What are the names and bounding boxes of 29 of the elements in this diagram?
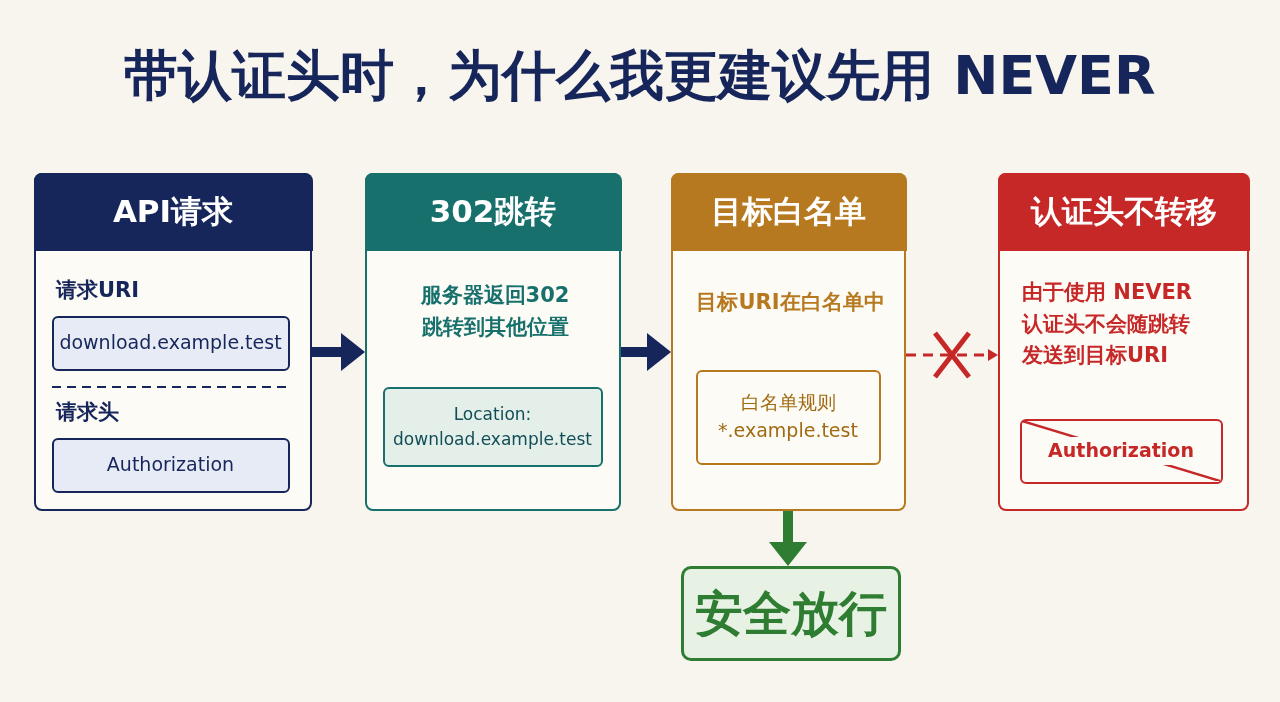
arrow — [621, 333, 671, 371]
diagram-title: 带认证头时，为什么我更建议先用 NEVER — [123, 43, 1157, 109]
field-text: Authorization — [106, 452, 235, 478]
process-card — [365, 173, 621, 511]
field-text: download.example.test — [59, 330, 282, 356]
process-card — [671, 173, 906, 511]
process-card — [34, 173, 312, 511]
field-text: 白名单规则 — [740, 390, 836, 416]
arrow — [769, 511, 807, 566]
result-text: 安全放行 — [695, 583, 887, 643]
arrow — [312, 333, 365, 371]
card-text: 由于使用 NEVER认证头不会随跳转发送到目标URI — [1022, 279, 1193, 369]
card-text: 请求URI — [56, 277, 140, 304]
result-box — [681, 566, 901, 661]
card-header: 目标白名单 — [670, 172, 907, 251]
field-box — [51, 315, 290, 371]
card-header: 302跳转 — [364, 172, 622, 251]
arrow — [906, 349, 998, 361]
card-text: 目标URI在白名单中 — [695, 289, 886, 316]
card-text: 服务器返回302跳转到其他位置 — [419, 282, 571, 341]
field-box — [382, 386, 603, 467]
field-text: Location: download.example.test — [392, 402, 593, 451]
card-text: 请求头 — [56, 399, 119, 426]
field-box — [51, 437, 290, 493]
field-text: *.example.test — [718, 418, 858, 443]
card-header: API请求 — [33, 172, 313, 251]
field-box — [695, 369, 881, 465]
process-card — [998, 173, 1249, 511]
card-header: 认证头不转移 — [997, 172, 1250, 251]
